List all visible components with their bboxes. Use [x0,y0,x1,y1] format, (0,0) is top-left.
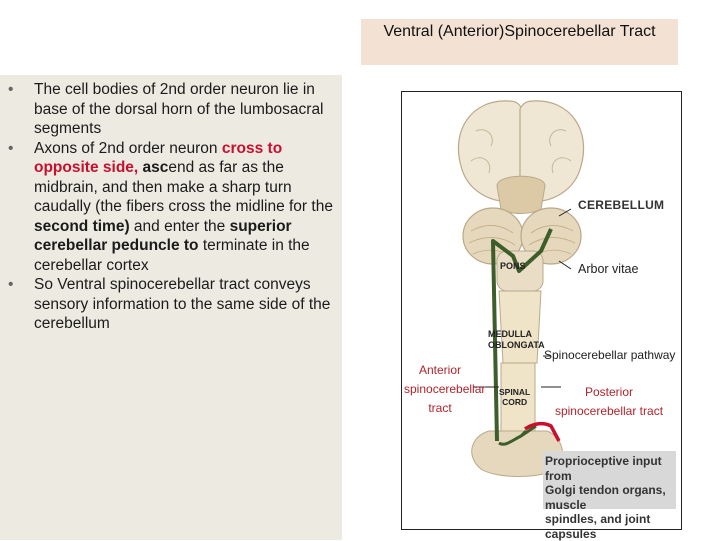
bullet-text-segment: second time) [34,217,130,235]
bullet-marker: • [8,81,14,98]
arbor-vitae-label: Arbor vitae [578,262,639,276]
bullet-text-segment: end as far as the midbrain, and then mak… [34,159,333,215]
posterior-tract-line [524,421,561,442]
spinal-cord-label-line2: CORD [502,397,528,407]
midbrain-shape [496,175,546,214]
anterior-tract-line [491,228,553,442]
medulla-shape [498,290,542,364]
spinal-cord-label: SPINAL CORD [499,387,530,407]
bullet-text-segment: superior cerebellar peduncle to [34,217,292,255]
medulla-label: MEDULLA OBLONGATA [488,329,545,351]
posterior-tract-label-line1: Posterior [584,385,634,399]
bullet-item: • The cell bodies of 2nd order neuron lie… [6,80,336,139]
bullet-text-segment: asc [142,159,169,176]
bullet-list: • The cell bodies of 2nd order neuron lie… [6,80,336,334]
slide-title: Ventral (Anterior)Spinocerebellar Tract [361,19,678,65]
bullet-item: • Axons of 2nd order neuron cross to oppo… [6,139,336,276]
text-panel [0,75,342,540]
proprioceptive-label-line3: spindles, and joint capsules [545,512,651,541]
slide-title-text: Ventral (Anterior)Spinocerebellar Tract [383,23,656,40]
bullet-text-segment: cross to opposite side, [34,139,283,177]
medulla-label-line2: OBLONGATA [488,340,545,350]
brain-spinal-cord-diagram [457,100,585,477]
anterior-tract-label-line2: spinocerebellar [404,382,486,396]
proprioceptive-label-line2: Golgi tendon organs, muscle [545,483,666,512]
bullet-item: • So Ventral spinocerebellar tract convey… [6,275,336,334]
cerebellum-label: CEREBELLUM [578,198,665,212]
spinal-cord-label-line1: SPINAL [499,387,531,397]
bullet-marker: • [8,276,14,293]
posterior-tract-label: Posterior spinocerebellar tract [544,383,674,421]
proprioceptive-label-line1: Proprioceptive input from [545,454,662,483]
bullet-text-segment: So Ventral spinocerebellar tract conveys… [34,276,331,332]
bullet-text-segment: and enter the [129,217,230,235]
medulla-label-line1: MEDULLA [488,329,532,339]
bullet-marker: • [8,139,14,157]
anterior-tract-label: Anterior spinocerebellar tract [404,361,486,418]
bullet-text-segment: terminate in the cerebellar cortex [34,237,310,274]
proprioceptive-input-label: Proprioceptive input from Golgi tendon o… [543,451,676,541]
bullet-text-segment: Axons of 2nd order neuron [34,139,222,157]
pons-label: PONS [500,261,526,271]
spinocerebellar-pathway-label: Spinocerebellar pathway [544,348,676,362]
posterior-tract-label-line2: spinocerebellar tract [554,404,664,418]
bullet-text-segment: The cell bodies of 2nd order neuron lie … [34,81,324,137]
anterior-tract-label-line3: tract [428,401,452,415]
anterior-tract-label-line1: Anterior [418,363,462,377]
